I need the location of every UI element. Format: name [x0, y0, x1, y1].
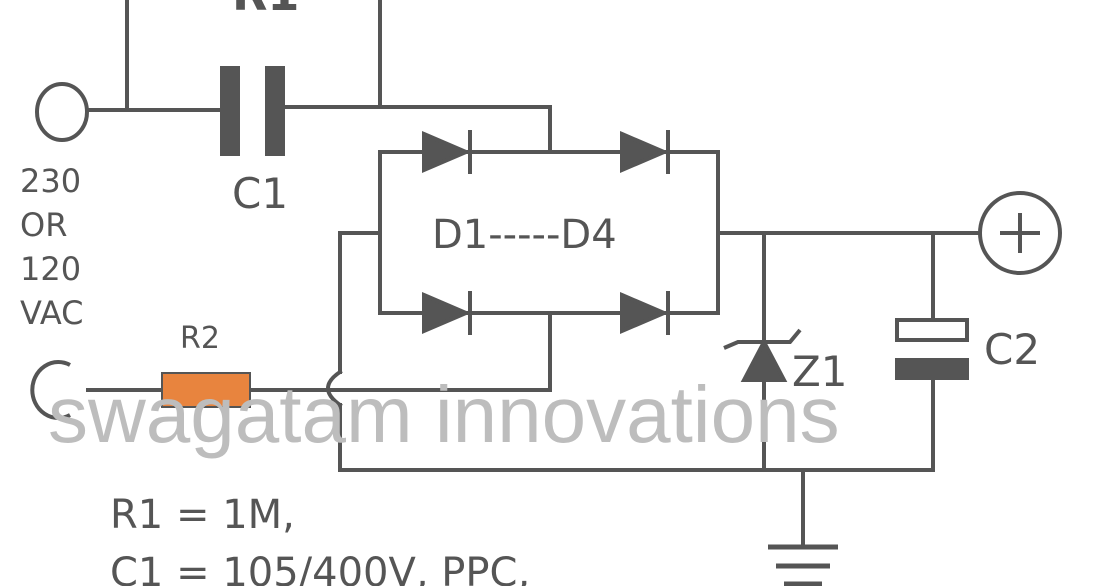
label-c1: C1 [232, 169, 288, 218]
note-line-1: R1 = 1M, [110, 492, 295, 538]
label-source-line4: VAC [20, 294, 84, 332]
note-line-2: C1 = 105/400V, PPC, [110, 550, 530, 586]
diode-d2 [620, 130, 670, 174]
c1-plate-left [220, 66, 240, 156]
ac-terminal-top [35, 82, 89, 142]
diode-d3 [422, 291, 472, 335]
label-c2: C2 [984, 325, 1040, 374]
diode-d4 [620, 291, 670, 335]
label-r1: R1 [232, 0, 299, 21]
label-source-line2: OR [20, 206, 67, 244]
watermark: swagatam innovations [48, 370, 840, 459]
zener-z1 [740, 337, 788, 382]
resistor-r2 [161, 372, 251, 408]
label-r2: R2 [180, 321, 220, 356]
label-z1: Z1 [792, 347, 848, 396]
c1-plate-right [265, 66, 285, 156]
c2-plate-positive [895, 318, 969, 342]
label-bridge: D1-----D4 [432, 212, 617, 258]
diode-d1 [422, 130, 472, 174]
label-source-line3: 120 [20, 250, 81, 288]
c2-plate-negative [895, 358, 969, 380]
ac-terminal-bottom [30, 360, 71, 420]
label-source-line1: 230 [20, 162, 81, 200]
